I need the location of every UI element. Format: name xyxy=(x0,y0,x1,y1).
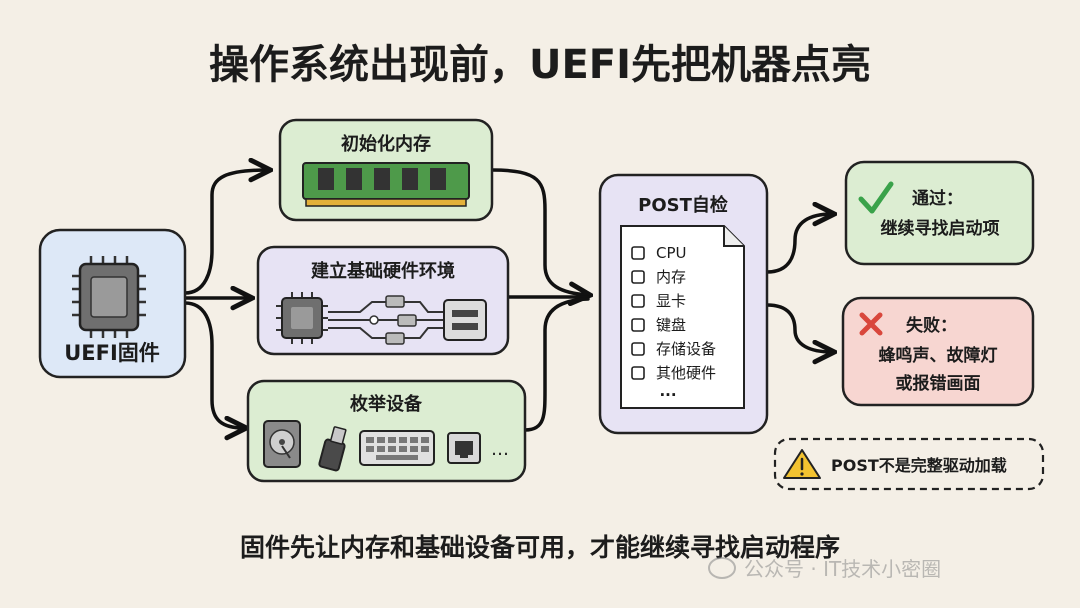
memory-init-box: 初始化内存 xyxy=(278,118,494,222)
note-text: POST不是完整驱动加载 xyxy=(831,456,1007,475)
page-title: 操作系统出现前，UEFI先把机器点亮 xyxy=(209,42,871,88)
cpu-chip-icon xyxy=(72,256,146,338)
post-check-box: POST自检 CPU 内存 显卡 键盘 存储设备 其他硬件 ··· xyxy=(598,173,769,435)
note-box: POST不是完整驱动加载 xyxy=(773,437,1045,491)
arrow-post-to-fail xyxy=(765,303,832,352)
ram-module-icon xyxy=(302,162,470,207)
post-item: 显卡 xyxy=(656,292,686,310)
cross-icon xyxy=(859,312,883,336)
hard-disk-icon xyxy=(263,420,301,468)
arrow-enumerate-to-post xyxy=(523,297,590,432)
keyboard-icon xyxy=(359,430,435,466)
usb-drive-icon xyxy=(318,426,347,472)
post-item: 键盘 xyxy=(656,316,686,334)
hardware-env-box: 建立基础硬件环境 xyxy=(256,245,510,356)
pass-title: 通过： xyxy=(912,189,963,209)
checkbox-icon xyxy=(631,294,645,308)
wechat-icon xyxy=(708,557,736,579)
watermark-text: 公众号 · IT技术小密圈 xyxy=(744,557,941,581)
fail-detail-1: 蜂鸣声、故障灯 xyxy=(879,345,998,366)
arrow-memory-to-post xyxy=(490,168,588,295)
post-label: POST自检 xyxy=(638,194,728,216)
arrow-uefi-to-memory xyxy=(183,170,268,295)
connectors xyxy=(183,168,832,432)
checkmark-icon xyxy=(858,181,894,214)
circuit-board-icon xyxy=(276,292,487,345)
checkbox-icon xyxy=(631,246,645,260)
watermark: 公众号 · IT技术小密圈 xyxy=(708,557,941,581)
enumerate-label: 枚举设备 xyxy=(350,393,423,415)
post-item: CPU xyxy=(656,244,687,262)
hardware-env-label: 建立基础硬件环境 xyxy=(311,260,455,282)
uefi-label: UEFI固件 xyxy=(64,341,160,365)
checkbox-icon xyxy=(631,366,645,380)
post-item: 其他硬件 xyxy=(656,364,716,382)
checkbox-icon xyxy=(631,270,645,284)
warning-icon xyxy=(783,449,821,479)
enumerate-devices-box: 枚举设备 … xyxy=(246,379,527,483)
pass-result-box: 通过： 继续寻找启动项 xyxy=(844,160,1035,266)
fail-detail-2: 或报错画面 xyxy=(896,373,981,394)
fail-title: 失败： xyxy=(906,315,957,336)
uefi-firmware-box: UEFI固件 xyxy=(38,228,187,379)
fail-result-box: 失败： 蜂鸣声、故障灯 或报错画面 xyxy=(841,296,1035,407)
post-checklist: CPU 内存 显卡 键盘 存储设备 其他硬件 ··· xyxy=(631,244,716,404)
checkbox-icon xyxy=(631,318,645,332)
post-item: 存储设备 xyxy=(656,340,716,358)
pass-detail: 继续寻找启动项 xyxy=(881,218,1000,239)
post-more: ··· xyxy=(659,386,676,404)
bottom-caption: 固件先让内存和基础设备可用，才能继续寻找启动程序 xyxy=(240,533,840,562)
arrow-post-to-pass xyxy=(765,214,832,274)
memory-label: 初始化内存 xyxy=(341,133,431,155)
post-item: 内存 xyxy=(656,268,686,286)
checkbox-icon xyxy=(631,342,645,356)
enumerate-more: … xyxy=(491,439,509,460)
arrow-uefi-to-enumerate xyxy=(183,301,244,428)
ethernet-port-icon xyxy=(447,432,481,464)
document-icon xyxy=(620,225,745,409)
